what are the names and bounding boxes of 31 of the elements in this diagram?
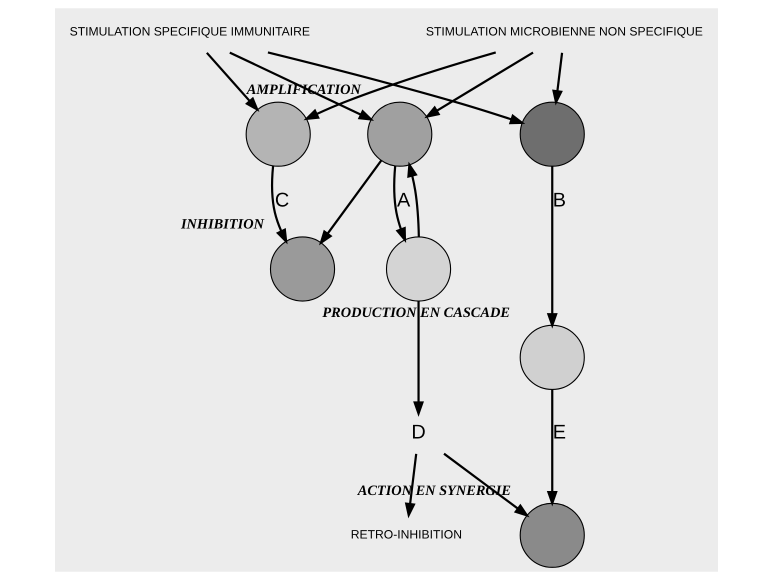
node-label: INHIBITION bbox=[180, 216, 264, 233]
edge-label: A bbox=[396, 189, 410, 212]
edge-label: C bbox=[274, 189, 289, 212]
arrow bbox=[546, 166, 558, 329]
node-circle bbox=[519, 324, 584, 390]
arrow bbox=[206, 52, 259, 112]
arrow bbox=[270, 166, 288, 244]
edge-label: E bbox=[552, 422, 566, 444]
arrow bbox=[404, 454, 417, 518]
node-circle bbox=[269, 236, 335, 302]
arrow bbox=[546, 390, 558, 507]
arrow bbox=[406, 162, 420, 237]
arrow bbox=[267, 51, 525, 124]
node-text: STIMULATION MICROBIENNE NON SPECIFIQUE bbox=[425, 24, 702, 39]
arrow bbox=[318, 160, 382, 246]
node-circle bbox=[385, 236, 451, 302]
node-label: PRODUCTION EN CASCADE bbox=[322, 304, 510, 321]
arrow bbox=[424, 52, 534, 118]
node-text: RETRO-INHIBITION bbox=[350, 527, 462, 542]
node-circle bbox=[245, 102, 310, 167]
arrow bbox=[552, 52, 563, 106]
node-text: STIMULATION SPECIFIQUE IMMUNITAIRE bbox=[69, 24, 310, 39]
node-circle bbox=[366, 102, 432, 167]
node-circle bbox=[519, 102, 584, 167]
node-circle bbox=[519, 502, 584, 568]
node-text: D bbox=[410, 422, 426, 444]
edge-label: B bbox=[552, 189, 566, 212]
arrow bbox=[442, 452, 530, 518]
arrow bbox=[392, 166, 406, 243]
arrow bbox=[303, 51, 496, 120]
arrow bbox=[412, 301, 424, 417]
